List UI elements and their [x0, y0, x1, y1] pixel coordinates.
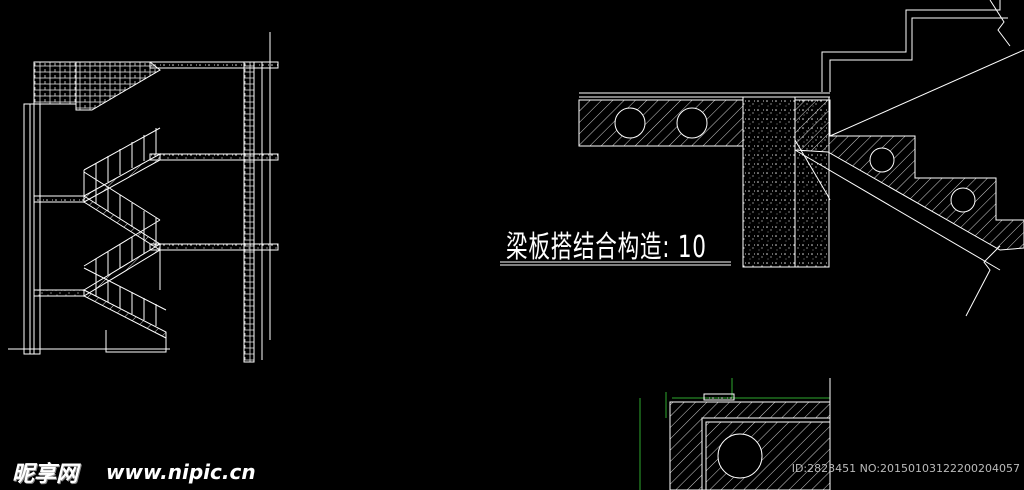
slab-void-1 — [614, 107, 646, 139]
stair-flight-3 — [83, 219, 161, 297]
hollow-slab — [578, 99, 744, 147]
slab-top — [149, 61, 279, 69]
staircase-section — [8, 32, 279, 363]
watermark-id: ID:2823451 NO:20150103122200204057 — [791, 462, 1020, 475]
detail-title: 梁板搭结合构造: 10 — [506, 230, 707, 265]
watermark-logo: 昵享网 — [12, 462, 79, 487]
slab-3 — [149, 243, 279, 251]
stair-void-1 — [869, 147, 895, 173]
stair-void-2 — [950, 187, 976, 213]
watermark-url: www.nipic.cn — [106, 460, 256, 484]
parapet-brick — [33, 61, 77, 105]
left-wall — [29, 103, 41, 355]
right-column — [243, 61, 255, 363]
lower-detail — [639, 378, 831, 490]
stair-flight-2 — [83, 171, 161, 251]
stair-flight-1 — [83, 127, 161, 203]
lower-void — [717, 433, 763, 479]
stair-flight-4 — [83, 267, 167, 339]
slab-2 — [149, 153, 279, 161]
beam-slab-detail — [500, 0, 1024, 317]
slab-void-2 — [676, 107, 708, 139]
